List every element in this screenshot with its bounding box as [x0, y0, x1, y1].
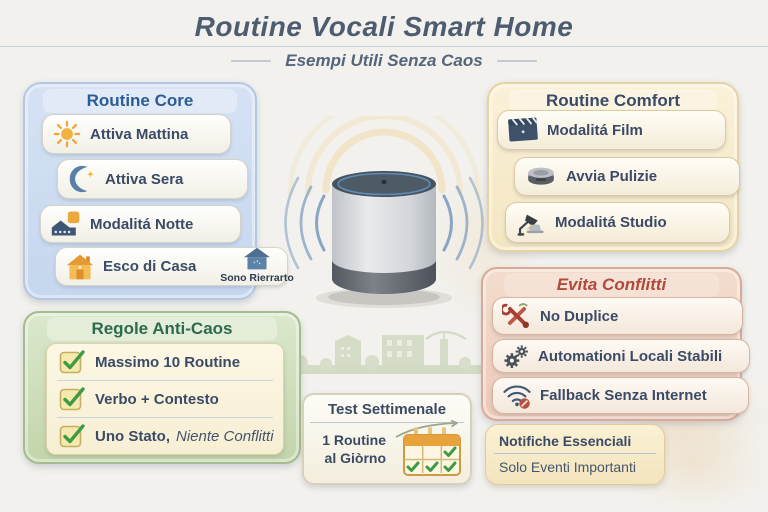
panel-regole-anti-caos: Regole Anti-Caos Massimo 10 Routine Verb…: [23, 311, 301, 464]
subtitle-row: Esempi Utili Senza Caos: [0, 51, 768, 71]
conflict-item-label: Fallback Senza Internet: [540, 387, 707, 404]
crossed-tools-icon: [502, 301, 532, 331]
panel-evita-conflitti: Evita Conflitti No Duplice Automationi L…: [481, 267, 750, 421]
skyline-illustration: [280, 330, 485, 374]
rules-card: Massimo 10 Routine Verbo + Contesto Uno …: [46, 343, 284, 455]
rule-label: Uno Stato,: [95, 427, 170, 445]
rule-label: Massimo 10 Routine: [95, 353, 241, 371]
moon-icon: [67, 164, 97, 194]
rule-massimo-10-routine: Massimo 10 Routine: [47, 348, 283, 376]
night-house-icon: [50, 210, 82, 238]
routine-item-label: Esco di Casa: [103, 258, 197, 275]
sound-wave-left: [284, 176, 326, 270]
page-subtitle: Esempi Utili Senza Caos: [285, 51, 483, 70]
conflict-item-fallback-offline: Fallback Senza Internet: [492, 377, 749, 414]
conflict-item-automazioni-locali: Automationi Locali Stabili: [492, 339, 750, 373]
clapperboard-icon: [507, 116, 539, 144]
test-line2: al Giòrno: [324, 449, 386, 466]
routine-item-esco-di-casa: Esco di Casa Sono Rierrarto: [55, 247, 294, 286]
rule-label: Verbo + Contesto: [95, 390, 219, 408]
rule-uno-stato: Uno Stato, Niente Conflitti: [47, 422, 283, 450]
routine-item-modalita-studio: Modalitá Studio: [505, 202, 730, 243]
routine-item-modalita-film: Modalitá Film: [497, 110, 726, 150]
conflict-item-label: No Duplice: [540, 307, 619, 325]
checkbox-icon: [59, 349, 85, 375]
sound-wave-right: [442, 176, 484, 270]
routine-item-label: Attiva Sera: [105, 170, 184, 188]
panel-routine-comfort-title: Routine Comfort: [508, 89, 718, 113]
routine-item-attiva-sera: Attiva Sera: [57, 159, 248, 199]
return-home-label: Sono Rierrarto: [220, 272, 294, 284]
conflict-item-no-duplice: No Duplice: [492, 297, 743, 335]
checkbox-icon: [59, 386, 85, 412]
sun-icon: [52, 119, 82, 149]
desk-lamp-icon: [515, 208, 547, 238]
checkbox-icon: [59, 423, 85, 449]
routine-item-label: Modalitá Studio: [555, 214, 667, 231]
divider: [310, 422, 464, 423]
panel-routine-core-title: Routine Core: [43, 89, 237, 113]
routine-item-avvia-pulizie: Avvia Pulizie: [514, 157, 740, 196]
conflict-item-label: Automationi Locali Stabili: [538, 347, 723, 365]
calendar-icon: [395, 419, 461, 476]
notifiche-line2: Solo Eventi Importanti: [499, 459, 636, 475]
routine-item-label: Modalitá Film: [547, 121, 643, 139]
panel-regole-title: Regole Anti-Caos: [46, 317, 278, 341]
gears-icon: [502, 343, 530, 370]
wifi-offline-icon: [502, 382, 532, 410]
subtitle-dash-right: [496, 60, 537, 62]
vacuum-icon: [524, 165, 558, 189]
page-title: Routine Vocali Smart Home: [194, 11, 574, 42]
panel-routine-core: Routine Core Attiva Mattina Attiva Sera …: [23, 82, 294, 300]
house-icon: [65, 252, 95, 282]
card-notifiche: Notifiche Essenciali Solo Eventi Importa…: [485, 424, 665, 485]
subtitle-dash-left: [231, 60, 272, 62]
test-line1: 1 Routine: [322, 432, 386, 448]
divider: [57, 417, 273, 418]
divider: [57, 380, 273, 381]
routine-item-label: Modalitá Notte: [90, 215, 194, 233]
routine-item-label: Attiva Mattina: [90, 125, 189, 143]
rule-verbo-contesto: Verbo + Contesto: [47, 385, 283, 413]
smart-speaker-illustration: [284, 116, 484, 308]
return-home-note: Sono Rierrarto: [219, 246, 295, 284]
test-card-text: 1 Routine al Giòrno: [310, 432, 386, 467]
card-test-settimanale: Test Settimenale 1 Routine al Giòrno: [302, 393, 472, 485]
divider: [494, 453, 656, 454]
test-card-title: Test Settimenale: [327, 401, 447, 418]
routine-item-modalita-notte: Modalitá Notte: [40, 205, 241, 243]
routine-item-attiva-mattina: Attiva Mattina: [42, 114, 231, 154]
title-divider: [0, 46, 768, 47]
glow-arcs: [287, 116, 481, 197]
panel-routine-comfort: Routine Comfort Modalitá Film Avvia Puli…: [487, 82, 740, 252]
panel-evita-conflitti-title: Evita Conflitti: [503, 273, 720, 297]
notifiche-line1: Notifiche Essenciali: [499, 433, 632, 449]
return-house-icon: [242, 246, 272, 272]
rule-label-emphasis: Niente Conflitti: [176, 427, 274, 445]
routine-item-label: Avvia Pulizie: [566, 168, 658, 185]
